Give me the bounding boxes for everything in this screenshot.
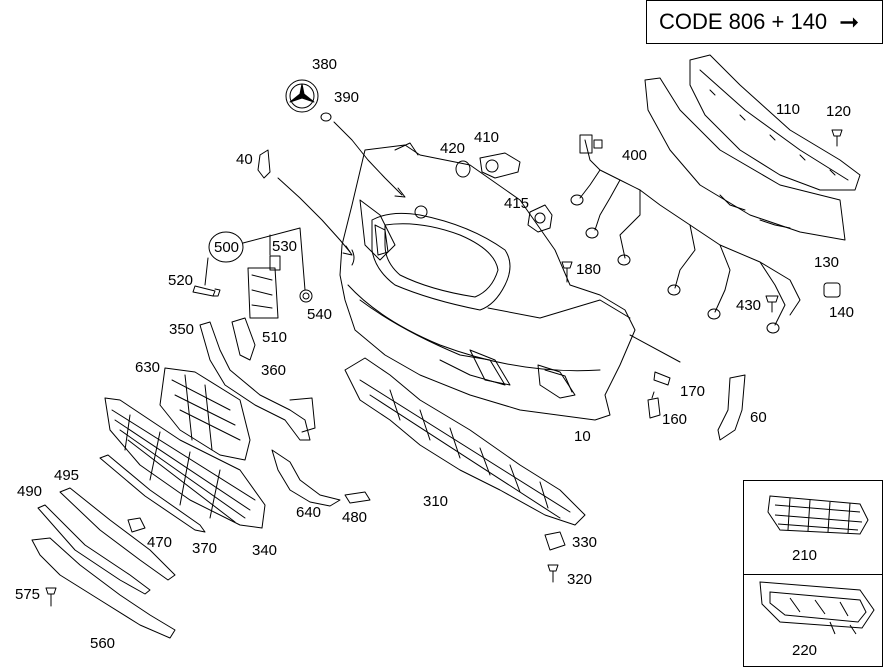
callout-420: 420 (440, 140, 466, 157)
callout-110: 110 (776, 101, 800, 118)
callout-170: 170 (680, 383, 706, 400)
callout-180: 180 (576, 261, 602, 278)
parking-sensor-part-410 (479, 152, 521, 179)
sensor-holder-part-415 (527, 204, 553, 233)
callout-210: 210 (792, 547, 818, 564)
callout-130: 130 (814, 254, 840, 271)
callout-330: 330 (572, 534, 598, 551)
screw-part-320 (547, 564, 559, 583)
callout-350: 350 (169, 321, 195, 338)
callout-495: 495 (54, 467, 80, 484)
callout-140: 140 (829, 304, 855, 321)
callout-490: 490 (17, 483, 43, 500)
trim-part-495 (59, 487, 176, 581)
callout-370: 370 (192, 540, 218, 557)
callout-340: 340 (252, 542, 278, 559)
callout-120: 120 (826, 103, 852, 120)
callout-220: 220 (792, 642, 818, 659)
clip-part-480 (344, 491, 371, 504)
callout-10: 10 (574, 428, 591, 445)
license-bracket-part-510 (247, 267, 279, 319)
callout-430: 430 (736, 297, 762, 314)
right-arrow-icon: ➞ (839, 8, 860, 36)
inset-grille-part-210 (767, 495, 869, 535)
callout-480: 480 (342, 509, 368, 526)
seal-ring-part-390 (320, 112, 332, 122)
bumper-cover-part-10 (339, 142, 636, 421)
callout-575: 575 (15, 586, 41, 603)
clip-part-530 (269, 255, 281, 271)
callout-360: 360 (261, 362, 287, 379)
lower-grille-part-340 (104, 397, 266, 529)
trim-part-490 (37, 504, 151, 595)
callout-630: 630 (135, 359, 161, 376)
callout-390: 390 (334, 89, 360, 106)
trim-part-640 (271, 449, 341, 507)
callout-530: 530 (272, 238, 298, 255)
undertray-part-310 (344, 357, 586, 526)
code-header: CODE 806 + 140 ➞ (646, 0, 883, 44)
callout-410: 410 (474, 129, 500, 146)
callout-520: 520 (168, 272, 194, 289)
clip-part-470 (127, 517, 146, 533)
clip-part-170 (653, 371, 671, 386)
trim-strip-part-370 (99, 454, 206, 533)
callout-320: 320 (567, 571, 593, 588)
callout-560: 560 (90, 635, 116, 652)
cable-harness-part-400 (570, 134, 801, 334)
screw-part-180 (561, 261, 573, 283)
screw-part-120 (831, 129, 843, 147)
spoiler-part-560 (31, 537, 176, 639)
callout-470: 470 (147, 534, 173, 551)
screw-part-575 (45, 587, 57, 607)
screw-part-430 (765, 295, 779, 313)
callout-540: 540 (307, 306, 333, 323)
clip-part-330 (544, 531, 566, 551)
cap-part-140 (823, 282, 841, 298)
bracket-part-60 (717, 374, 746, 441)
group-circle-part-500 (208, 231, 244, 263)
sensor-ring-part-420 (455, 160, 471, 178)
callout-310: 310 (423, 493, 449, 510)
mounting-rail-part-110 (644, 54, 861, 241)
nut-part-540 (299, 289, 313, 303)
callout-510: 510 (262, 329, 288, 346)
callout-40: 40 (236, 151, 253, 168)
code-label: CODE 806 + 140 (659, 9, 828, 34)
callout-640: 640 (296, 504, 322, 521)
callout-500: 500 (214, 239, 240, 256)
callout-415: 415 (504, 195, 530, 212)
bracket-part-40 (257, 149, 353, 256)
bracket-part-350 (199, 317, 316, 441)
clip-part-160 (647, 391, 661, 419)
callout-400: 400 (622, 147, 648, 164)
screw-part-520 (192, 285, 221, 297)
callout-60: 60 (750, 409, 767, 426)
grille-frame-part-630 (159, 367, 251, 461)
callout-160: 160 (662, 411, 688, 428)
callout-380: 380 (312, 56, 338, 73)
star-emblem-part-380 (285, 79, 319, 113)
inset-lamp-part-220 (759, 581, 875, 635)
